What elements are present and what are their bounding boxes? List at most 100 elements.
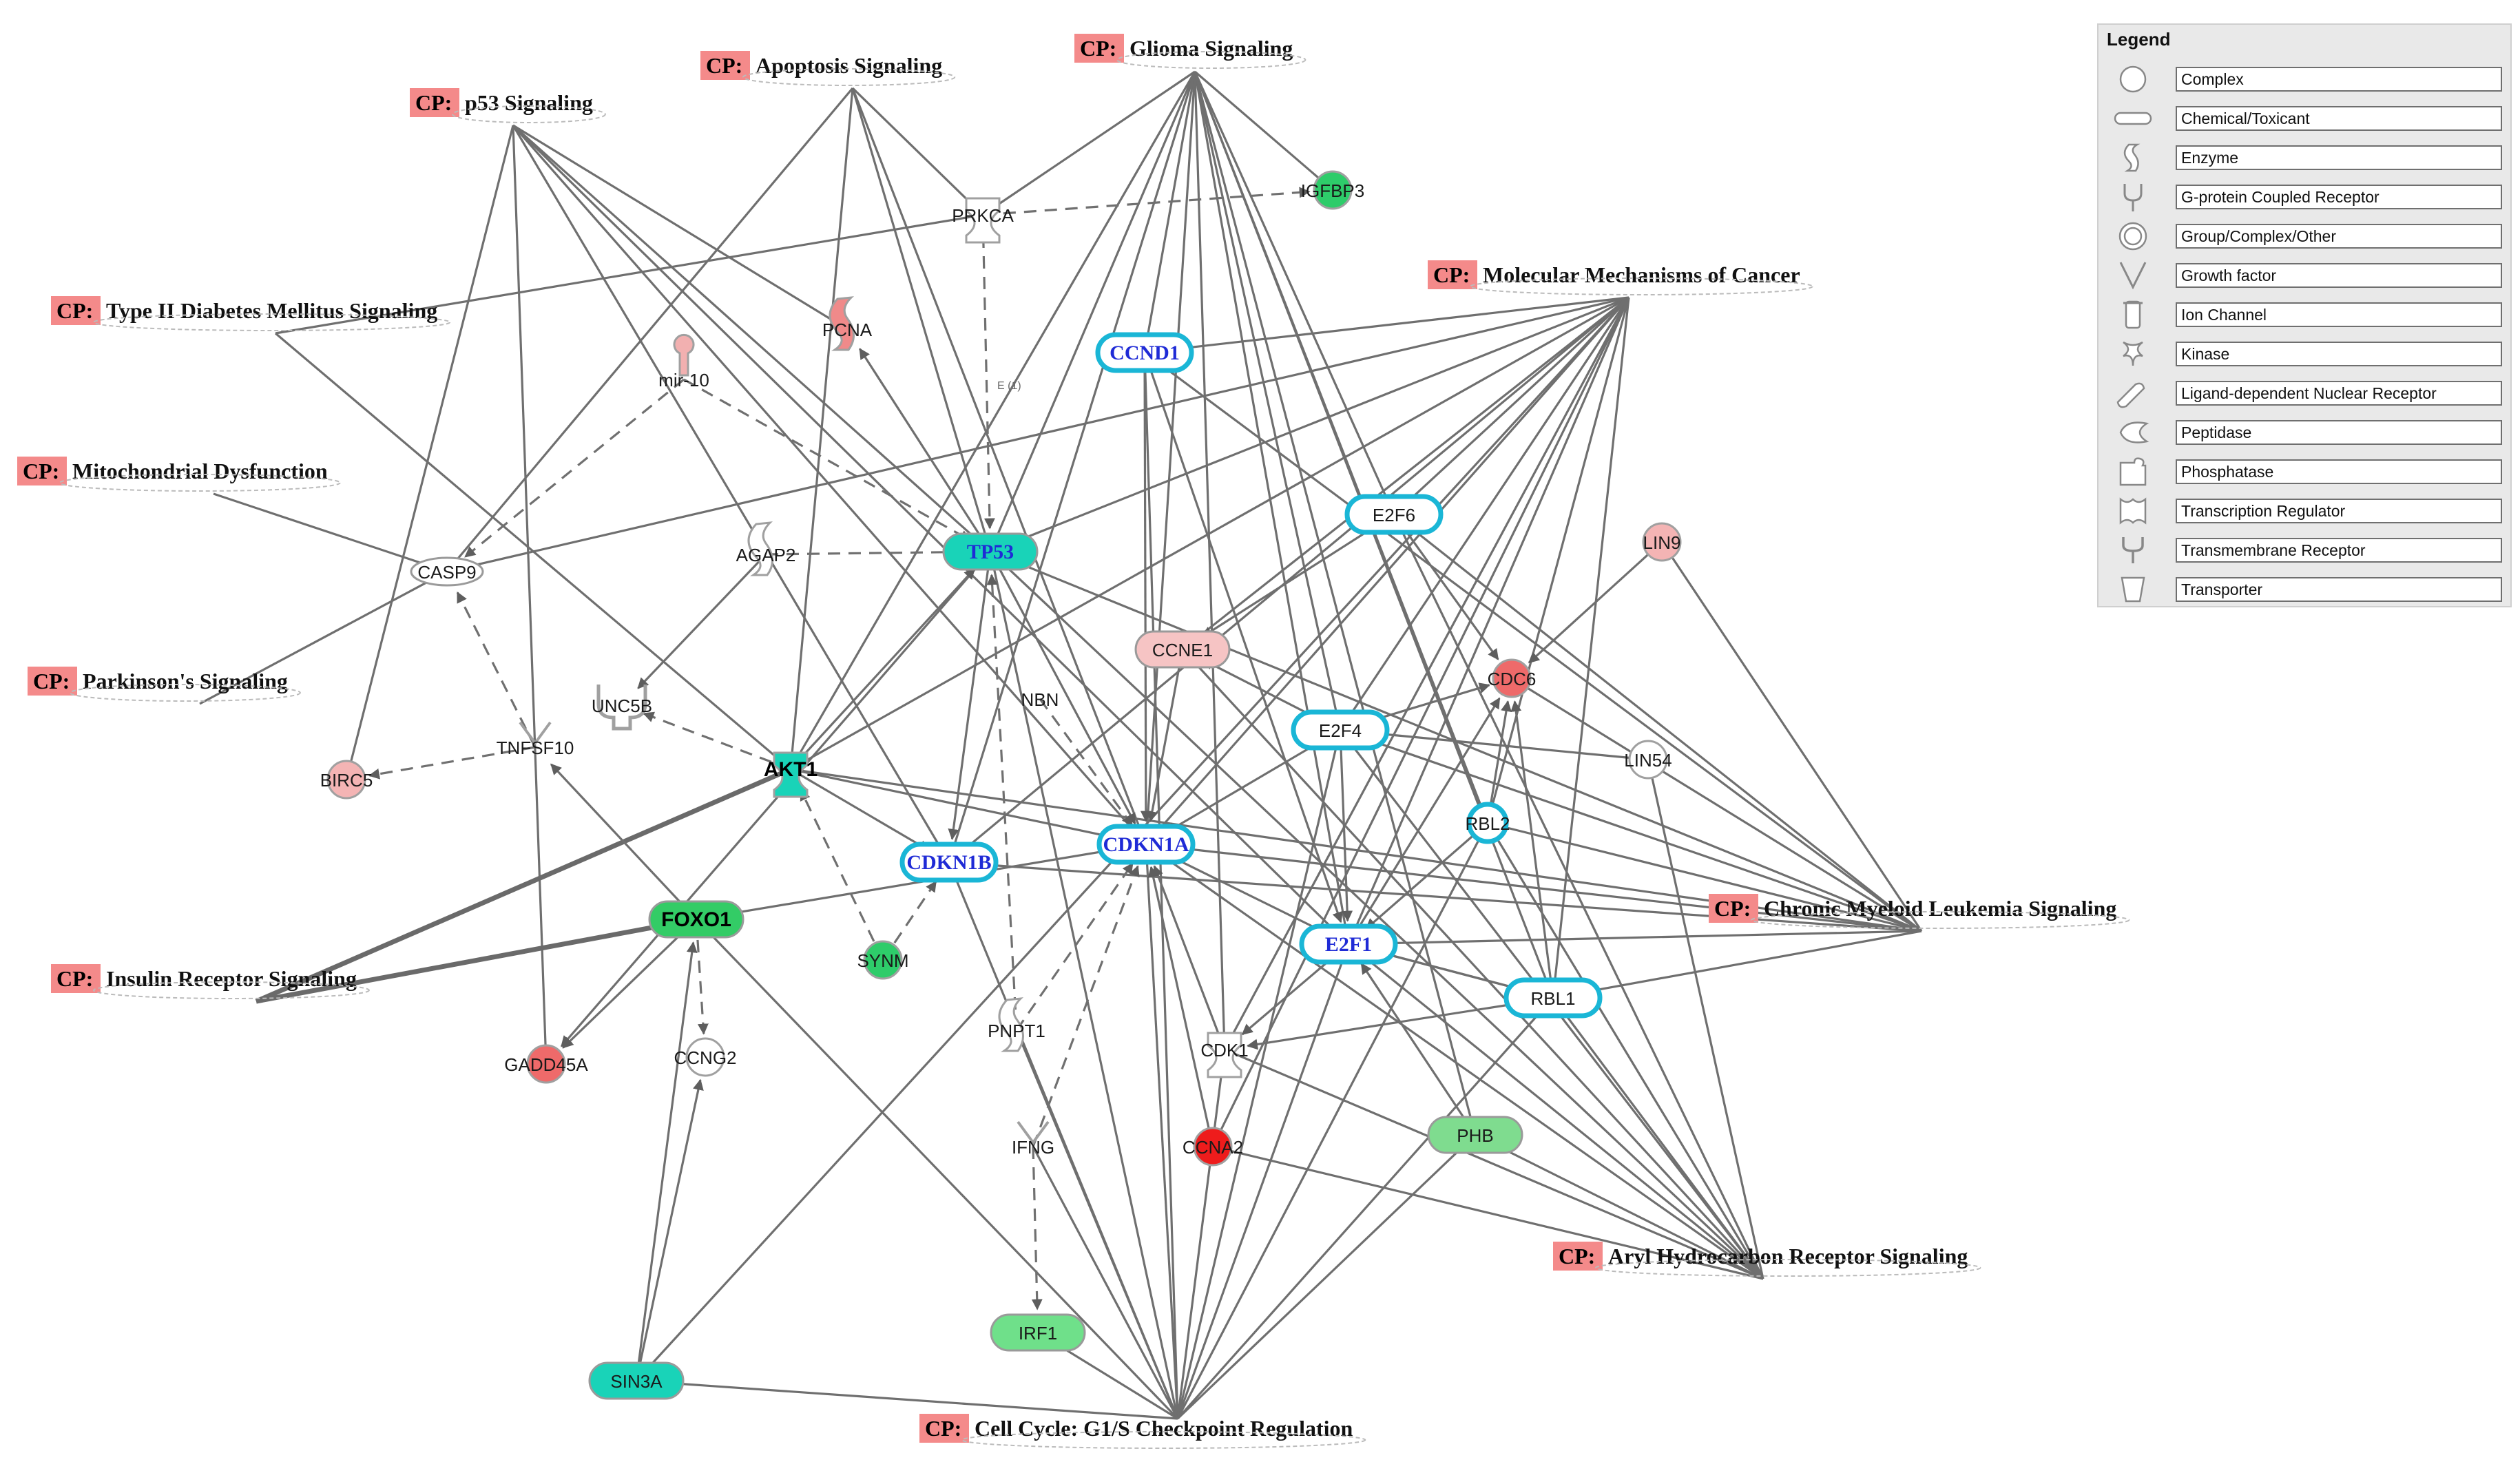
edge-cp_mito-CASP9: [213, 492, 448, 573]
edge-cp_cml-E2F4: [1340, 729, 1922, 932]
edge-cp_glioma-PRKCA: [982, 70, 1196, 216]
node-ccne1[interactable]: CCNE1: [1134, 630, 1231, 669]
legend-row: Chemical/Toxicant: [2099, 101, 2510, 136]
edge-E2F6-CDC6: [1393, 514, 1499, 660]
legend-row: Kinase: [2099, 337, 2510, 371]
cp-label-p53[interactable]: CP: p53 Signaling: [410, 88, 606, 123]
node-gadd45a[interactable]: GADD45A: [504, 1044, 588, 1084]
cp-tag: CP:: [1080, 36, 1116, 61]
node-phb[interactable]: PHB: [1427, 1116, 1523, 1154]
circle-shape: [1628, 740, 1668, 780]
node-cdkn1a[interactable]: CDKN1A: [1096, 824, 1196, 865]
cp-label-t2d[interactable]: CP:Type II Diabetes Mellitus Signaling: [51, 296, 451, 331]
node-label: BIRC5: [320, 770, 373, 791]
node-e2f4[interactable]: E2F4: [1291, 709, 1390, 751]
node-birc5[interactable]: BIRC5: [320, 760, 373, 800]
edge-cp_cc-CDK1: [1176, 1049, 1226, 1419]
cp-tag-background: [1553, 1242, 1603, 1271]
legend-row: Ion Channel: [2099, 297, 2510, 332]
node-lin9[interactable]: LIN9: [1642, 522, 1682, 562]
node-irf1[interactable]: IRF1: [990, 1313, 1086, 1352]
legend-row: Group/Complex/Other: [2099, 219, 2510, 253]
node-foxo1[interactable]: FOXO1: [648, 900, 744, 939]
edge-RBL2-E2F1: [1365, 822, 1489, 930]
transcription-regulator-shape: [1344, 494, 1444, 535]
node-unc5b[interactable]: UNC5B: [592, 685, 652, 731]
edge-cp_park-CASP9: [199, 570, 448, 705]
circle-shape: [685, 1037, 725, 1077]
node-akt1[interactable]: AKT1: [764, 751, 818, 798]
cp-tag: CP:: [56, 298, 93, 323]
node-e2f6[interactable]: E2F6: [1344, 494, 1444, 535]
transcription-regulator-shape: [648, 900, 744, 939]
cp-label-mito[interactable]: CP:Mitochondrial Dysfunction: [17, 457, 341, 492]
edge-AKT1-CDKN1A: [790, 768, 1125, 843]
edge-FOXO1-GADD45A: [562, 918, 698, 1049]
node-rbl1[interactable]: RBL1: [1503, 977, 1603, 1019]
node-prkca[interactable]: PRKCA: [952, 197, 1014, 244]
cp-underline: [1751, 911, 2130, 929]
cp-label-cc[interactable]: CP:Cell Cycle: G1/S Checkpoint Regulatio…: [919, 1414, 1366, 1449]
node-label: PRKCA: [952, 205, 1014, 226]
edge-cp_p53-CDKN1B: [512, 125, 950, 863]
node-ccna2[interactable]: CCNA2: [1183, 1127, 1243, 1167]
node-pcna[interactable]: PCNA: [822, 296, 873, 351]
node-nbn[interactable]: NBN: [1021, 689, 1059, 710]
edge-cp_ahr-CDK1: [1224, 1048, 1764, 1280]
cp-underline: [1116, 51, 1306, 69]
edge-cp_mmc-CDKN1B: [948, 296, 1630, 864]
node-cdk1[interactable]: CDK1: [1200, 1032, 1249, 1078]
node-mir10[interactable]: mir-10: [658, 333, 709, 390]
transporter-icon: [2108, 574, 2158, 605]
legend-row: Growth factor: [2099, 258, 2510, 293]
edge-AKT1-TP53: [789, 567, 976, 771]
cp-tag-background: [28, 667, 77, 696]
edge-cp_apop-CASP9: [446, 87, 854, 573]
node-tp53[interactable]: TP53: [942, 532, 1039, 571]
edge-cp_mmc-E2F1: [1347, 297, 1630, 945]
edge-TP53-CDKN1A: [989, 551, 1136, 825]
edge-AGAP2-UNC5B: [637, 553, 767, 689]
cp-label-cml[interactable]: CP:Chronic Myeloid Leukemia Signaling: [1709, 894, 2130, 929]
node-agap2[interactable]: AGAP2: [736, 521, 796, 576]
cp-tag: CP:: [415, 90, 452, 115]
edge-SYNM-CDKN1B: [882, 880, 937, 961]
node-label: CDC6: [1488, 669, 1537, 689]
cp-label-mmc[interactable]: CP:Molecular Mechanisms of Cancer: [1428, 260, 1813, 295]
node-label: SIN3A: [610, 1371, 663, 1392]
node-ccng2[interactable]: CCNG2: [674, 1037, 737, 1077]
cp-label-apop[interactable]: CP:Apoptosis Signaling: [700, 51, 956, 86]
transcription-regulator-shape: [588, 1361, 685, 1400]
edge-PNPT1-TP53: [986, 574, 1018, 1031]
node-cdc6[interactable]: CDC6: [1488, 658, 1537, 698]
legend-row: G-protein Coupled Receptor: [2099, 180, 2510, 214]
cp-label-ahr[interactable]: CP:Aryl Hydrocarbon Receptor Signaling: [1553, 1242, 1981, 1277]
node-pnpt1[interactable]: PNPT1: [988, 997, 1045, 1052]
cp-name: p53 Signaling: [465, 90, 593, 115]
cp-label-park[interactable]: CP:Parkinson's Signaling: [28, 667, 301, 702]
node-rbl2[interactable]: RBL2: [1465, 802, 1510, 844]
node-label: CDKN1B: [906, 851, 991, 874]
cp-label-ins[interactable]: CP:Insulin Receptor Signaling: [51, 964, 370, 999]
node-igfbp3[interactable]: IGFBP3: [1301, 170, 1364, 210]
node-ifng[interactable]: IFNG: [1012, 1120, 1054, 1158]
node-cdkn1b[interactable]: CDKN1B: [899, 842, 999, 883]
node-tnfsf10[interactable]: TNFSF10: [497, 721, 574, 758]
node-e2f1[interactable]: E2F1: [1299, 923, 1398, 965]
cp-underline: [1595, 1259, 1981, 1277]
node-lin54[interactable]: LIN54: [1624, 740, 1672, 780]
node-ccnd1[interactable]: CCND1: [1095, 332, 1194, 373]
edge-TP53-CDKN1B: [948, 551, 992, 840]
legend-label: Transmembrane Receptor: [2176, 538, 2502, 563]
node-casp9[interactable]: CASP9: [410, 556, 484, 587]
edge-cp_ins-AKT1: [255, 766, 792, 1004]
edge-cp_cml-LIN9: [1660, 541, 1923, 932]
cp-label-glioma[interactable]: CP:Glioma Signaling: [1074, 34, 1306, 69]
node-synm[interactable]: SYNM: [857, 940, 909, 980]
edge-cp_glioma-TP53: [989, 71, 1196, 552]
node-sin3a[interactable]: SIN3A: [588, 1361, 685, 1400]
cp-tag: CP:: [925, 1416, 961, 1441]
edge-SYNM-AKT1: [800, 789, 884, 961]
edge-cp_cc-SIN3A: [636, 1379, 1178, 1420]
